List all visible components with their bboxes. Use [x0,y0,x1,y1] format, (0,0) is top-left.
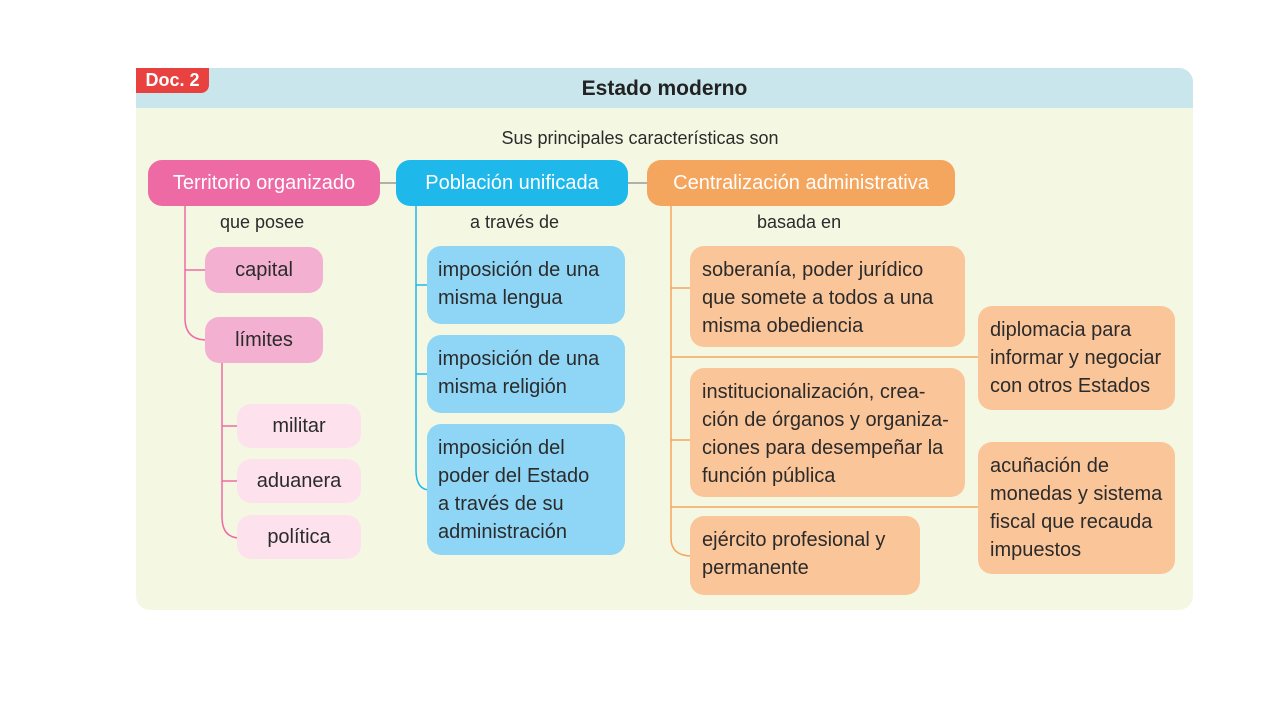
label-a-traves-de: a través de [470,212,560,232]
node-militar: militar [237,404,361,448]
label-que-posee: que posee [220,212,305,232]
node-capital: capital [205,247,323,293]
heading-centralizacion: Centralización administrativa [647,160,955,206]
node-soberania: soberanía, poder jurídico que somete a t… [690,246,965,347]
label-basada-en: basada en [757,212,842,232]
node-aduanera: aduanera [237,459,361,503]
doc-badge: Doc. 2 [136,68,209,93]
node-poder-estado: imposición del poder del Estado a través… [427,424,625,555]
diagram-title: Estado moderno [581,77,748,100]
node-lengua: imposición de una misma lengua [427,246,625,324]
orange-trunk [670,205,693,557]
pink-trunk [184,205,208,341]
node-diplomacia: diplomacia para informar y negociar con … [978,306,1175,410]
node-ejercito: ejército profesional y permanente [690,516,920,595]
node-institucionalizacion: institucionalización, crea- ción de órga… [690,368,965,497]
node-acunacion: acuñación de monedas y sistema fiscal qu… [978,442,1175,574]
heading-poblacion: Población unificada [396,160,628,206]
pink-sub-trunk [221,362,241,539]
diagram-subtitle: Sus principales características son [501,128,779,148]
node-religion: imposición de una misma religión [427,335,625,413]
node-limites: límites [205,317,323,363]
heading-territorio: Territorio organizado [148,160,380,206]
node-politica: política [237,515,361,559]
panel-header [136,68,1193,108]
